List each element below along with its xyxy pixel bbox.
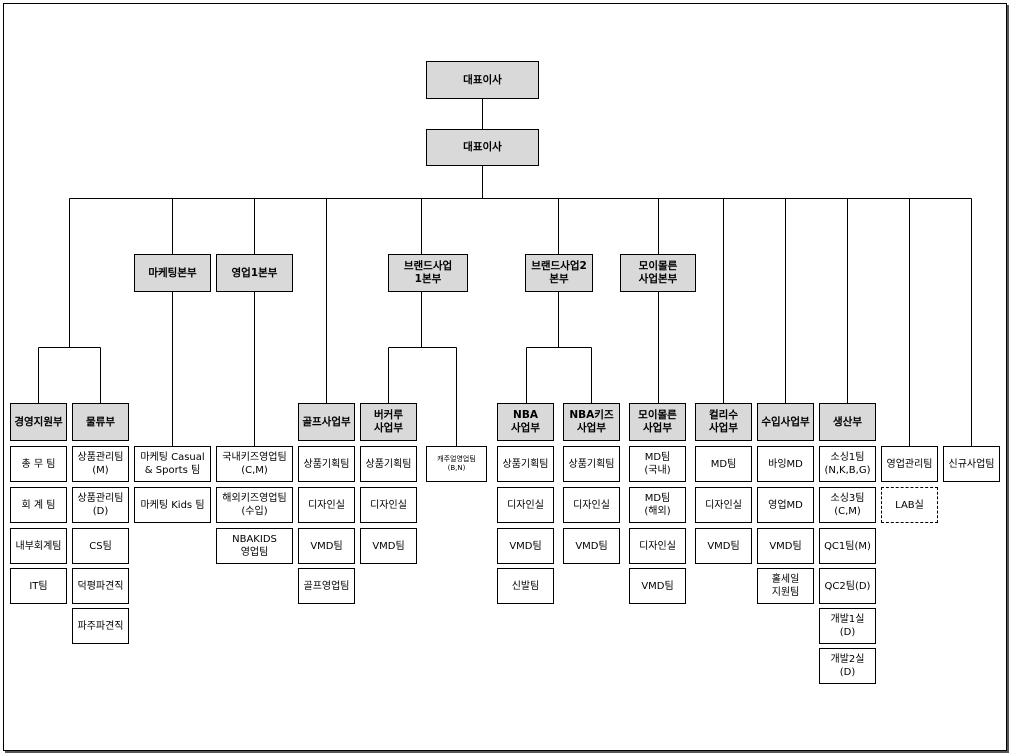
team-box-sales1: NBAKIDS 영업팀: [216, 528, 293, 564]
team-box-casual-sales: 캐주얼영업팀 (B,N): [426, 446, 487, 482]
team-box-burkuru: VMD팀: [360, 528, 417, 564]
division-brand1: 브랜드사업 1본부: [388, 254, 468, 292]
team-box-curlysue: MD팀: [695, 446, 752, 482]
team-box-import: 영업MD: [757, 487, 814, 523]
team-box-moimollen: VMD팀: [629, 568, 686, 604]
team-sales-mgmt: 영업관리팀: [881, 446, 938, 482]
team-box-management: IT팀: [10, 568, 67, 604]
team-box-golf: VMD팀: [298, 528, 355, 564]
dept-burkuru: 버커루 사업부: [360, 403, 417, 441]
team-new-biz: 신규사업팀: [943, 446, 1000, 482]
team-box-burkuru: 디자인실: [360, 487, 417, 523]
team-box-logistics: 덕평파견직: [72, 568, 129, 604]
team-box-nba-kids: 상품기획팀: [563, 446, 620, 482]
dept-nba: NBA 사업부: [497, 403, 554, 441]
ceo-box-second: 대표이사: [426, 129, 539, 166]
dept-logistics: 물류부: [72, 403, 129, 441]
team-box-logistics: 상품관리팀 (M): [72, 446, 129, 482]
division-marketing: 마케팅본부: [134, 254, 211, 292]
team-box-moimollen: MD팀 (해외): [629, 487, 686, 523]
dept-nba-kids: NBA키즈 사업부: [563, 403, 620, 441]
team-box-production: 소싱3팀 (C,M): [819, 487, 876, 523]
team-box-golf: 디자인실: [298, 487, 355, 523]
team-box-import: VMD팀: [757, 528, 814, 564]
team-box-sales1: 해외키즈영업팀 (수입): [216, 487, 293, 523]
team-box-production: QC2팀(D): [819, 568, 876, 604]
dept-production: 생산부: [819, 403, 876, 441]
dept-curlysue: 컬리수 사업부: [695, 403, 752, 441]
team-box-burkuru: 상품기획팀: [360, 446, 417, 482]
team-box-nba: 디자인실: [497, 487, 554, 523]
team-box-marketing: 마케팅 Kids 팀: [134, 487, 211, 523]
team-box-nba: 신발팀: [497, 568, 554, 604]
dept-management: 경영지원부: [10, 403, 67, 441]
division-brand2: 브랜드사업2 본부: [525, 254, 593, 292]
team-box-moimollen: MD팀 (국내): [629, 446, 686, 482]
team-box-nba: 상품기획팀: [497, 446, 554, 482]
team-box-management: 내부회계팀: [10, 528, 67, 564]
dept-moimollen: 모이몰른 사업부: [629, 403, 686, 441]
team-box-curlysue: 디자인실: [695, 487, 752, 523]
team-box-logistics: 상품관리팀 (D): [72, 487, 129, 523]
team-box-management: 회 계 팀: [10, 487, 67, 523]
team-box-nba-kids: VMD팀: [563, 528, 620, 564]
team-box-golf: 골프영업팀: [298, 568, 355, 604]
team-box-production: QC1팀(M): [819, 528, 876, 564]
team-box-moimollen: 디자인실: [629, 528, 686, 564]
team-box-curlysue: VMD팀: [695, 528, 752, 564]
team-box-marketing: 마케팅 Casual & Sports 팀: [134, 446, 211, 482]
dept-golf: 골프사업부: [298, 403, 355, 441]
ceo-box-top: 대표이사: [426, 61, 539, 99]
team-box-production: 개발2실 (D): [819, 648, 876, 684]
team-box-import: 바잉MD: [757, 446, 814, 482]
division-moimollen: 모이몰른 사업본부: [620, 254, 696, 292]
team-box-sales-mgmt: LAB실: [881, 487, 938, 523]
team-box-golf: 상품기획팀: [298, 446, 355, 482]
team-box-import: 홀세일 지원팀: [757, 568, 814, 604]
team-box-nba: VMD팀: [497, 528, 554, 564]
team-box-nba-kids: 디자인실: [563, 487, 620, 523]
team-box-production: 개발1실 (D): [819, 608, 876, 644]
division-sales1: 영업1본부: [216, 254, 293, 292]
dept-import: 수입사업부: [757, 403, 814, 441]
team-box-logistics: 파주파견직: [72, 608, 129, 644]
team-box-production: 소싱1팀 (N,K,B,G): [819, 446, 876, 482]
team-box-sales1: 국내키즈영업팀 (C,M): [216, 446, 293, 482]
team-box-logistics: CS팀: [72, 528, 129, 564]
team-box-management: 총 무 팀: [10, 446, 67, 482]
